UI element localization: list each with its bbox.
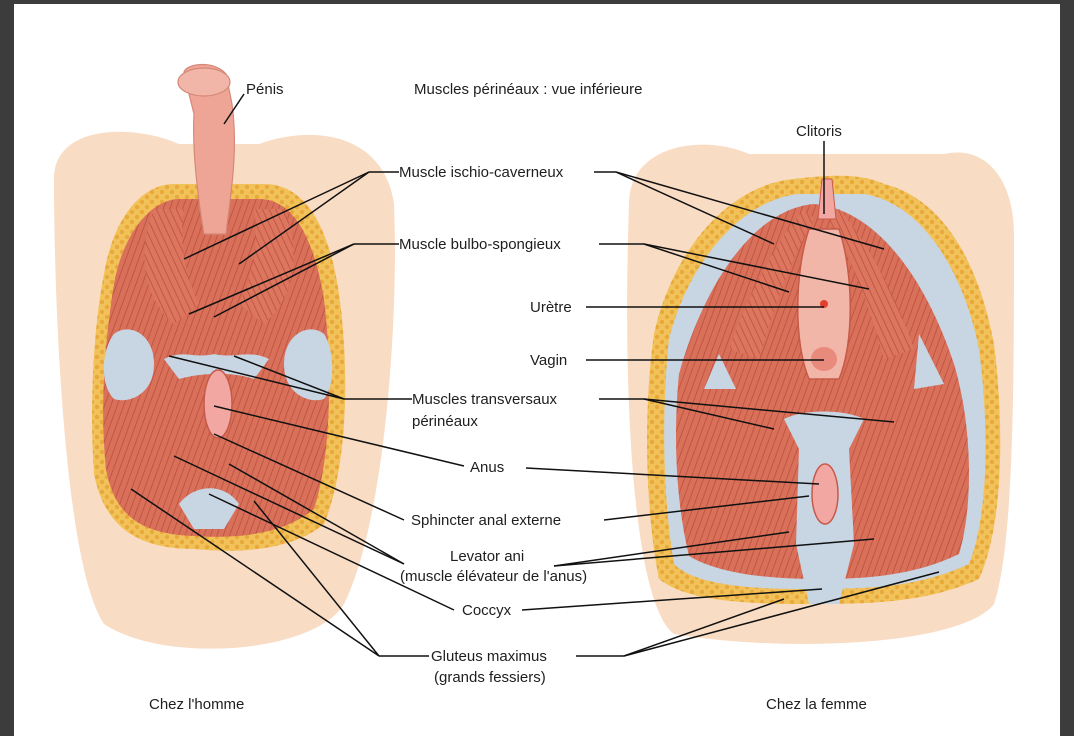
label-clitoris: Clitoris (796, 123, 842, 140)
female-figure (627, 145, 1014, 644)
male-glans (178, 68, 230, 96)
label-levator-line2: (muscle élévateur de l'anus) (400, 568, 587, 585)
label-gluteus-line2: (grands fessiers) (434, 669, 546, 686)
label-sphincter: Sphincter anal externe (411, 512, 561, 529)
label-vagina: Vagin (530, 352, 567, 369)
label-urethra: Urètre (530, 299, 572, 316)
female-anus (812, 464, 838, 524)
label-ischiocavernosus: Muscle ischio-caverneux (399, 164, 564, 181)
label-penis: Pénis (246, 81, 284, 98)
figure-canvas: Muscles périnéaux : vue inférieure Pénis… (14, 4, 1060, 736)
label-transverse-line2: périnéaux (412, 413, 478, 430)
female-vagina-opening (811, 347, 837, 371)
male-figure (54, 65, 395, 649)
male-anus (204, 370, 232, 438)
label-bulbospongiosus: Muscle bulbo-spongieux (399, 236, 561, 253)
label-transverse-line1: Muscles transversaux (412, 391, 558, 408)
caption-male: Chez l'homme (149, 696, 244, 713)
caption-female: Chez la femme (766, 696, 867, 713)
perineal-muscles-diagram: Muscles périnéaux : vue inférieure Pénis… (14, 4, 1060, 736)
label-levator-line1: Levator ani (450, 548, 524, 565)
label-gluteus-line1: Gluteus maximus (431, 648, 547, 665)
label-anus: Anus (470, 459, 504, 476)
diagram-title: Muscles périnéaux : vue inférieure (414, 81, 642, 98)
window-frame-left (0, 0, 14, 736)
label-coccyx: Coccyx (462, 602, 512, 619)
